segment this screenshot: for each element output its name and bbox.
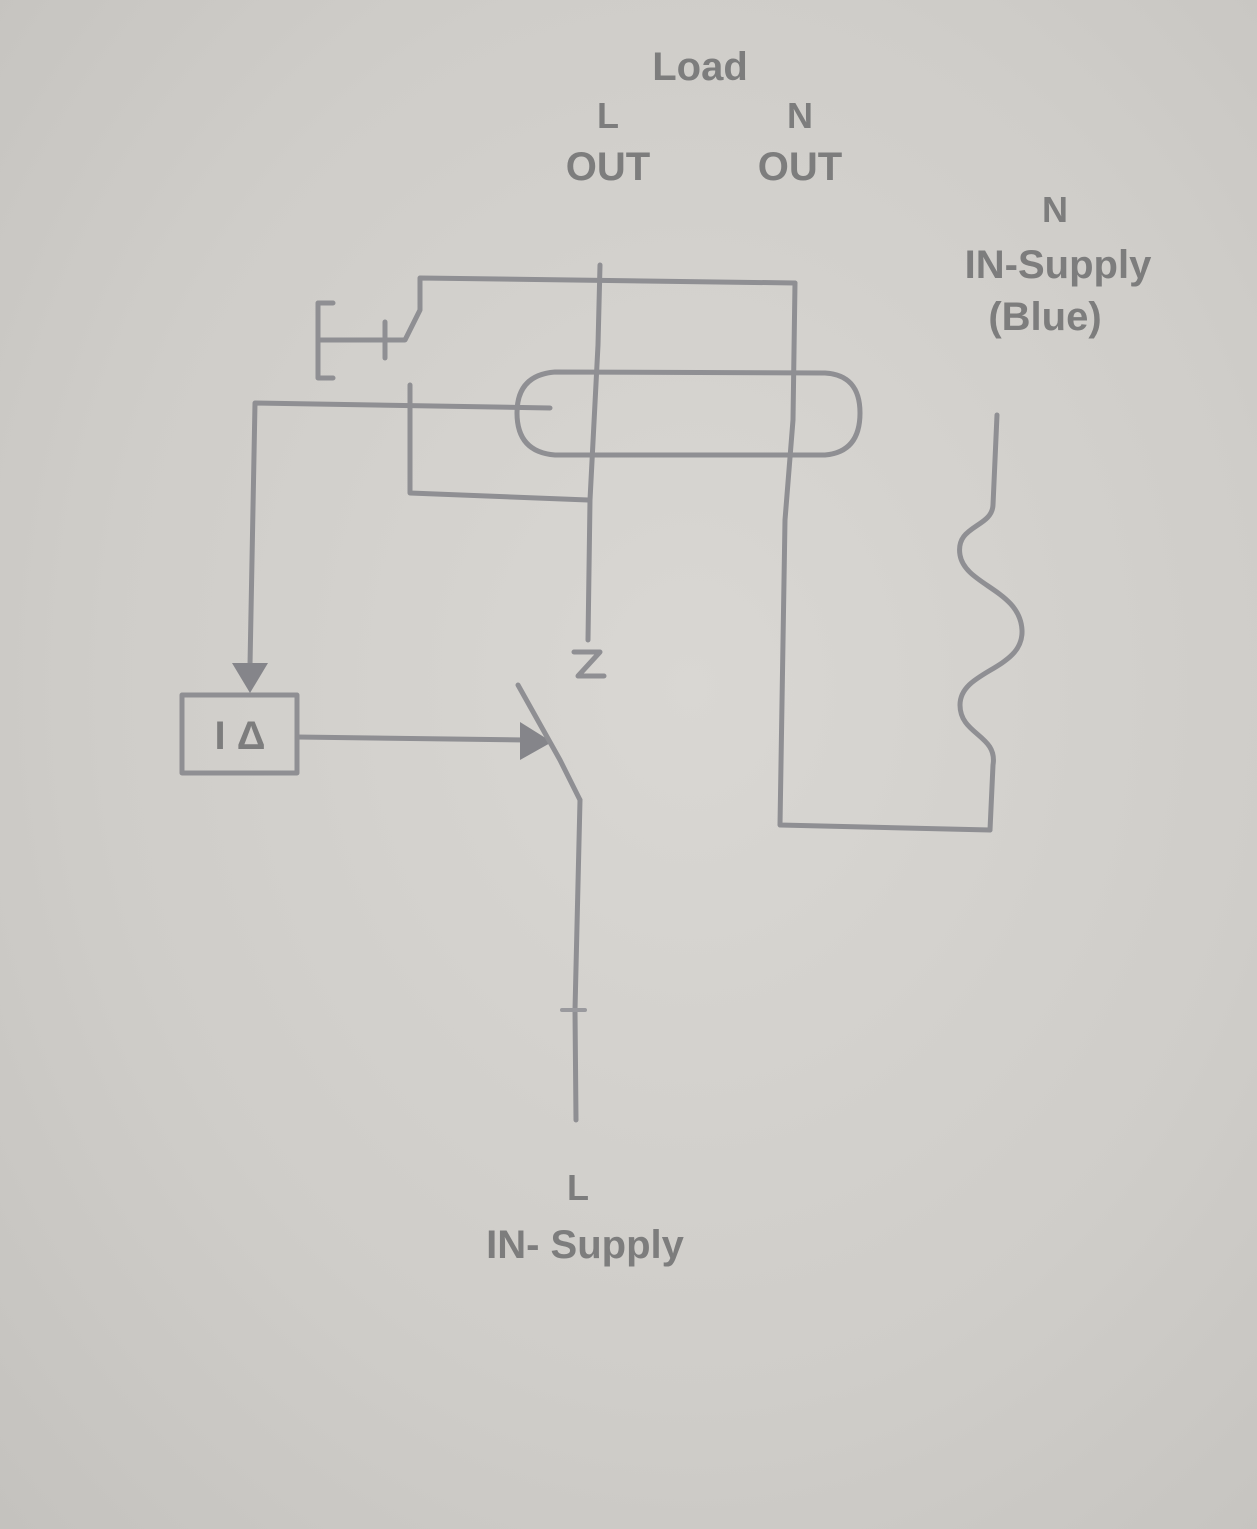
trip-arrow-icon bbox=[520, 722, 552, 760]
live-supply-wire bbox=[572, 797, 583, 1123]
live-conductor-wire bbox=[585, 262, 603, 643]
test-button-icon bbox=[315, 300, 388, 381]
neutral-conductor-wire bbox=[777, 280, 993, 833]
l-supply-letter: L bbox=[567, 1167, 589, 1208]
l-out-label: OUT bbox=[566, 145, 650, 189]
load-label: Load bbox=[652, 45, 748, 89]
relay-label: I Δ bbox=[215, 714, 266, 758]
l-out-letter: L bbox=[597, 95, 619, 136]
n-supply-label: IN-Supply bbox=[965, 243, 1152, 287]
test-resistor-wire bbox=[407, 382, 591, 503]
live-contact-mark bbox=[571, 649, 607, 679]
n-supply-letter: N bbox=[1042, 189, 1068, 230]
trip-line-wire bbox=[294, 734, 528, 743]
sense-arrow-icon bbox=[232, 663, 268, 693]
load-coil-icon bbox=[957, 412, 1025, 833]
toroid-core-icon bbox=[514, 369, 863, 458]
n-supply-color-label: (Blue) bbox=[988, 295, 1101, 339]
test-circuit-wire bbox=[382, 275, 798, 343]
n-out-label: OUT bbox=[758, 145, 842, 189]
relay-icon bbox=[179, 692, 300, 776]
n-out-letter: N bbox=[787, 95, 813, 136]
switch-contact-icon bbox=[515, 682, 583, 803]
l-supply-label: IN- Supply bbox=[486, 1223, 685, 1267]
sense-lead-wire bbox=[247, 400, 553, 668]
